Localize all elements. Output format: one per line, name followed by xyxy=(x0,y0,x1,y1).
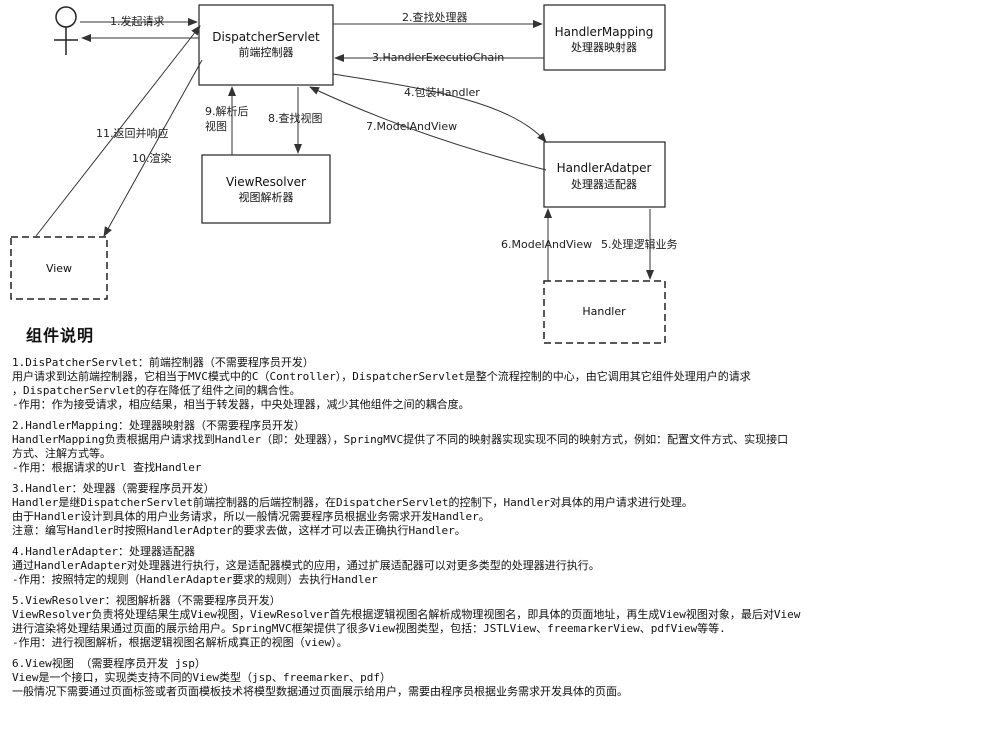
edge-6-modelandview: 6.ModelAndView xyxy=(501,208,592,281)
note-line: 1.DisPatcherServlet：前端控制器（不需要程序员开发） xyxy=(12,356,314,369)
note-line: 用户请求到达前端控制器，它相当于MVC模式中的C（Controller），Dis… xyxy=(12,370,751,383)
svg-text:4.包装Handler: 4.包装Handler xyxy=(404,86,480,99)
note-line: View是一个接口，实现类支持不同的View类型（jsp、freemarker、… xyxy=(12,671,391,684)
svg-text:10.渲染: 10.渲染 xyxy=(132,151,172,165)
user-actor-icon xyxy=(54,6,78,55)
handler-title: Handler xyxy=(582,305,626,318)
edge-10-render: 10.渲染 xyxy=(103,59,203,237)
svg-text:11.返回并响应: 11.返回并响应 xyxy=(96,126,169,140)
view-title: View xyxy=(46,262,72,275)
svg-text:8.查找视图: 8.查找视图 xyxy=(268,111,323,125)
view-resolver-title: ViewResolver xyxy=(226,175,306,189)
dispatcher-subtitle: 前端控制器 xyxy=(239,45,294,59)
springmvc-flow-diagram: DispatcherServlet 前端控制器 HandlerMapping 处… xyxy=(10,4,678,344)
note-line: 一般情况下需要通过页面标签或者页面模板技术将模型数据通过页面展示给用户，需要由程… xyxy=(12,685,628,698)
note-line: 通过HandlerAdapter对处理器进行执行，这是适配器模式的应用，通过扩展… xyxy=(12,559,600,572)
note-section-dispatcher: 1.DisPatcherServlet：前端控制器（不需要程序员开发） 用户请求… xyxy=(12,356,997,412)
note-line: Handler是继DispatcherServlet前端控制器的后端控制器，在D… xyxy=(12,496,693,509)
note-line: 3.Handler：处理器（需要程序员开发） xyxy=(12,482,215,495)
edge-1-request: 1.发起请求 xyxy=(80,14,198,28)
notes-title: 组件说明 xyxy=(26,326,95,345)
node-handler-adapter: HandlerAdatper 处理器适配器 xyxy=(543,141,666,208)
handler-adapter-subtitle: 处理器适配器 xyxy=(571,178,637,191)
note-line: ，DispatcherServlet的存在降低了组件之间的耦合性。 xyxy=(12,384,301,397)
note-line: 5.ViewResolver：视图解析器（不需要程序员开发） xyxy=(12,594,281,607)
edge-8-find-view: 8.查找视图 xyxy=(268,87,323,154)
handler-mapping-title: HandlerMapping xyxy=(555,25,654,39)
note-line: 6.View视图 （需要程序员开发 jsp） xyxy=(12,657,206,670)
svg-text:9.解析后: 9.解析后 xyxy=(205,104,249,118)
note-line: 由于Handler设计到具体的用户业务请求，所以一般情况需要程序员根据业务需求开… xyxy=(12,510,490,523)
svg-text:1.发起请求: 1.发起请求 xyxy=(110,14,165,28)
note-section-view: 6.View视图 （需要程序员开发 jsp） View是一个接口，实现类支持不同… xyxy=(12,657,997,699)
node-handler: Handler xyxy=(543,280,666,344)
view-resolver-subtitle: 视图解析器 xyxy=(239,190,294,204)
edge-2-find-handler: 2.查找处理器 xyxy=(333,10,543,28)
edge-11-return-response: 11.返回并响应 xyxy=(35,25,201,237)
note-line: ViewResolver负责将处理结果生成View视图，ViewResolver… xyxy=(12,608,801,621)
svg-text:3.HandlerExecutioChain: 3.HandlerExecutioChain xyxy=(372,51,504,64)
svg-text:6.ModelAndView: 6.ModelAndView xyxy=(501,238,592,251)
handler-adapter-title: HandlerAdatper xyxy=(557,161,652,175)
note-line: 方式、注解方式等。 xyxy=(12,447,111,460)
component-notes: 组件说明 1.DisPatcherServlet：前端控制器（不需要程序员开发）… xyxy=(12,322,997,706)
note-line: 4.HandlerAdapter：处理器适配器 xyxy=(12,545,195,558)
svg-text:7.ModelAndView: 7.ModelAndView xyxy=(366,120,457,133)
note-section-view-resolver: 5.ViewResolver：视图解析器（不需要程序员开发） ViewResol… xyxy=(12,594,997,650)
edge-4-wrap-handler: 4.包装Handler xyxy=(332,73,547,143)
note-section-handler-adapter: 4.HandlerAdapter：处理器适配器 通过HandlerAdapter… xyxy=(12,545,997,587)
node-handler-mapping: HandlerMapping 处理器映射器 xyxy=(543,4,666,71)
note-line: 进行渲染将处理结果通过页面的展示给用户。SpringMVC框架提供了很多View… xyxy=(12,622,726,635)
svg-text:5.处理逻辑业务: 5.处理逻辑业务 xyxy=(601,237,678,251)
note-line: 注意：编写Handler时按照HandlerAdpter的要求去做，这样才可以去… xyxy=(12,524,466,537)
note-line: HandlerMapping负责根据用户请求找到Handler（即：处理器），S… xyxy=(12,433,789,446)
svg-text:2.查找处理器: 2.查找处理器 xyxy=(402,10,468,24)
note-section-handler: 3.Handler：处理器（需要程序员开发） Handler是继Dispatch… xyxy=(12,482,997,538)
note-section-handler-mapping: 2.HandlerMapping：处理器映射器（不需要程序员开发） Handle… xyxy=(12,419,997,475)
note-line: -作用：进行视图解析，根据逻辑视图名解析成真正的视图（view）。 xyxy=(12,636,348,649)
dispatcher-title: DispatcherServlet xyxy=(212,30,320,44)
edge-5-process-logic: 5.处理逻辑业务 xyxy=(601,209,678,280)
handler-mapping-subtitle: 处理器映射器 xyxy=(571,40,637,54)
note-line: 2.HandlerMapping：处理器映射器（不需要程序员开发） xyxy=(12,419,305,432)
node-view-resolver: ViewResolver 视图解析器 xyxy=(201,154,331,224)
note-line: -作用：根据请求的Url 查找Handler xyxy=(12,461,202,474)
note-line: -作用：按照特定的规则（HandlerAdapter要求的规则）去执行Handl… xyxy=(12,573,378,586)
edge-7-modelandview: 7.ModelAndView xyxy=(309,86,547,171)
node-dispatcher-servlet: DispatcherServlet 前端控制器 xyxy=(198,4,334,86)
svg-text:视图: 视图 xyxy=(205,119,227,133)
note-line: -作用：作为接受请求，相应结果，相当于转发器，中央处理器，减少其他组件之间的耦合… xyxy=(12,398,470,411)
edge-3-execution-chain: 3.HandlerExecutioChain xyxy=(334,51,544,64)
node-view: View xyxy=(10,236,108,300)
edge-9-resolved-view: 9.解析后 视图 xyxy=(205,86,249,155)
